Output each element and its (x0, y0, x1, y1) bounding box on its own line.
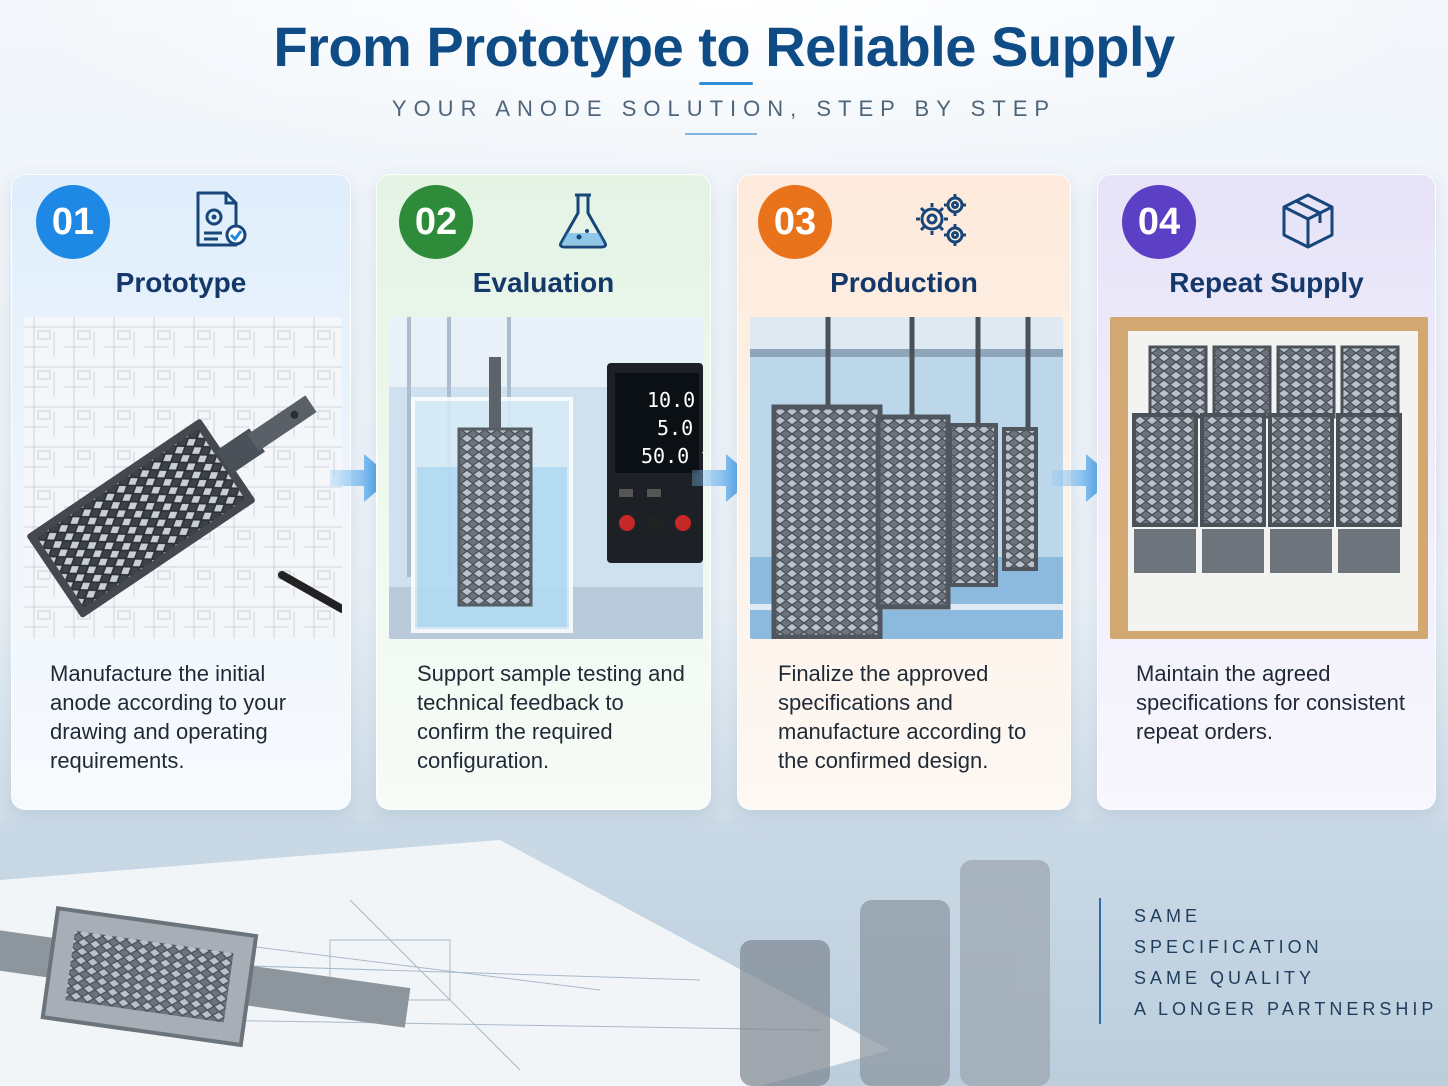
tagline-line: SPECIFICATION (1134, 937, 1323, 957)
step-description: Finalize the approved specifications and… (778, 661, 1027, 773)
step-number-badge: 04 (1122, 185, 1196, 259)
prototype-anode-photo (24, 317, 342, 639)
blueprint-caliper-background (0, 820, 1448, 1086)
package-icon (1282, 193, 1334, 249)
step-description: Manufacture the initial anode according … (50, 661, 287, 773)
tagline-line: SAME (1134, 906, 1202, 926)
step-card-evaluation: 02 Evaluation 10.0 V 5.0 A 50.0 v (376, 174, 711, 810)
current-readout: 5.0 A (657, 416, 703, 440)
tagline-divider (1099, 898, 1101, 1024)
step-description: Maintain the agreed specifications for c… (1136, 661, 1406, 744)
step-number-badge: 02 (399, 185, 473, 259)
voltage-readout: 10.0 V (647, 388, 703, 412)
production-line-photo (750, 317, 1063, 639)
step-card-repeat-supply: 04 Repeat Supply (1097, 174, 1436, 810)
title-underline (699, 82, 753, 85)
evaluation-test-photo: 10.0 V 5.0 A 50.0 v (389, 317, 703, 639)
step-number-badge: 01 (36, 185, 110, 259)
page-subtitle: YOUR ANODE SOLUTION, STEP BY STEP (391, 96, 1057, 121)
step-card-production: 03 Production Finalize the appr (737, 174, 1071, 810)
step-title: Production (830, 267, 978, 298)
packaged-anodes-photo (1110, 317, 1428, 639)
flask-icon (559, 193, 607, 249)
step-number-badge: 03 (758, 185, 832, 259)
step-card-prototype: 01 Prototype Manufacture the initial ano… (11, 174, 351, 810)
page-title: From Prototype to Reliable Supply (273, 15, 1175, 78)
header-glow (0, 0, 1448, 180)
tagline-line: SAME QUALITY (1134, 968, 1316, 988)
gears-icon (916, 194, 966, 246)
document-gear-icon (196, 191, 247, 247)
step-title: Repeat Supply (1169, 267, 1364, 298)
power-readout: 50.0 v (641, 444, 703, 468)
subtitle-underline (685, 133, 757, 135)
step-title: Prototype (115, 267, 247, 298)
step-description: Support sample testing and technical fee… (417, 661, 685, 773)
step-title: Evaluation (472, 267, 615, 298)
tagline-line: A LONGER PARTNERSHIP (1134, 999, 1438, 1019)
